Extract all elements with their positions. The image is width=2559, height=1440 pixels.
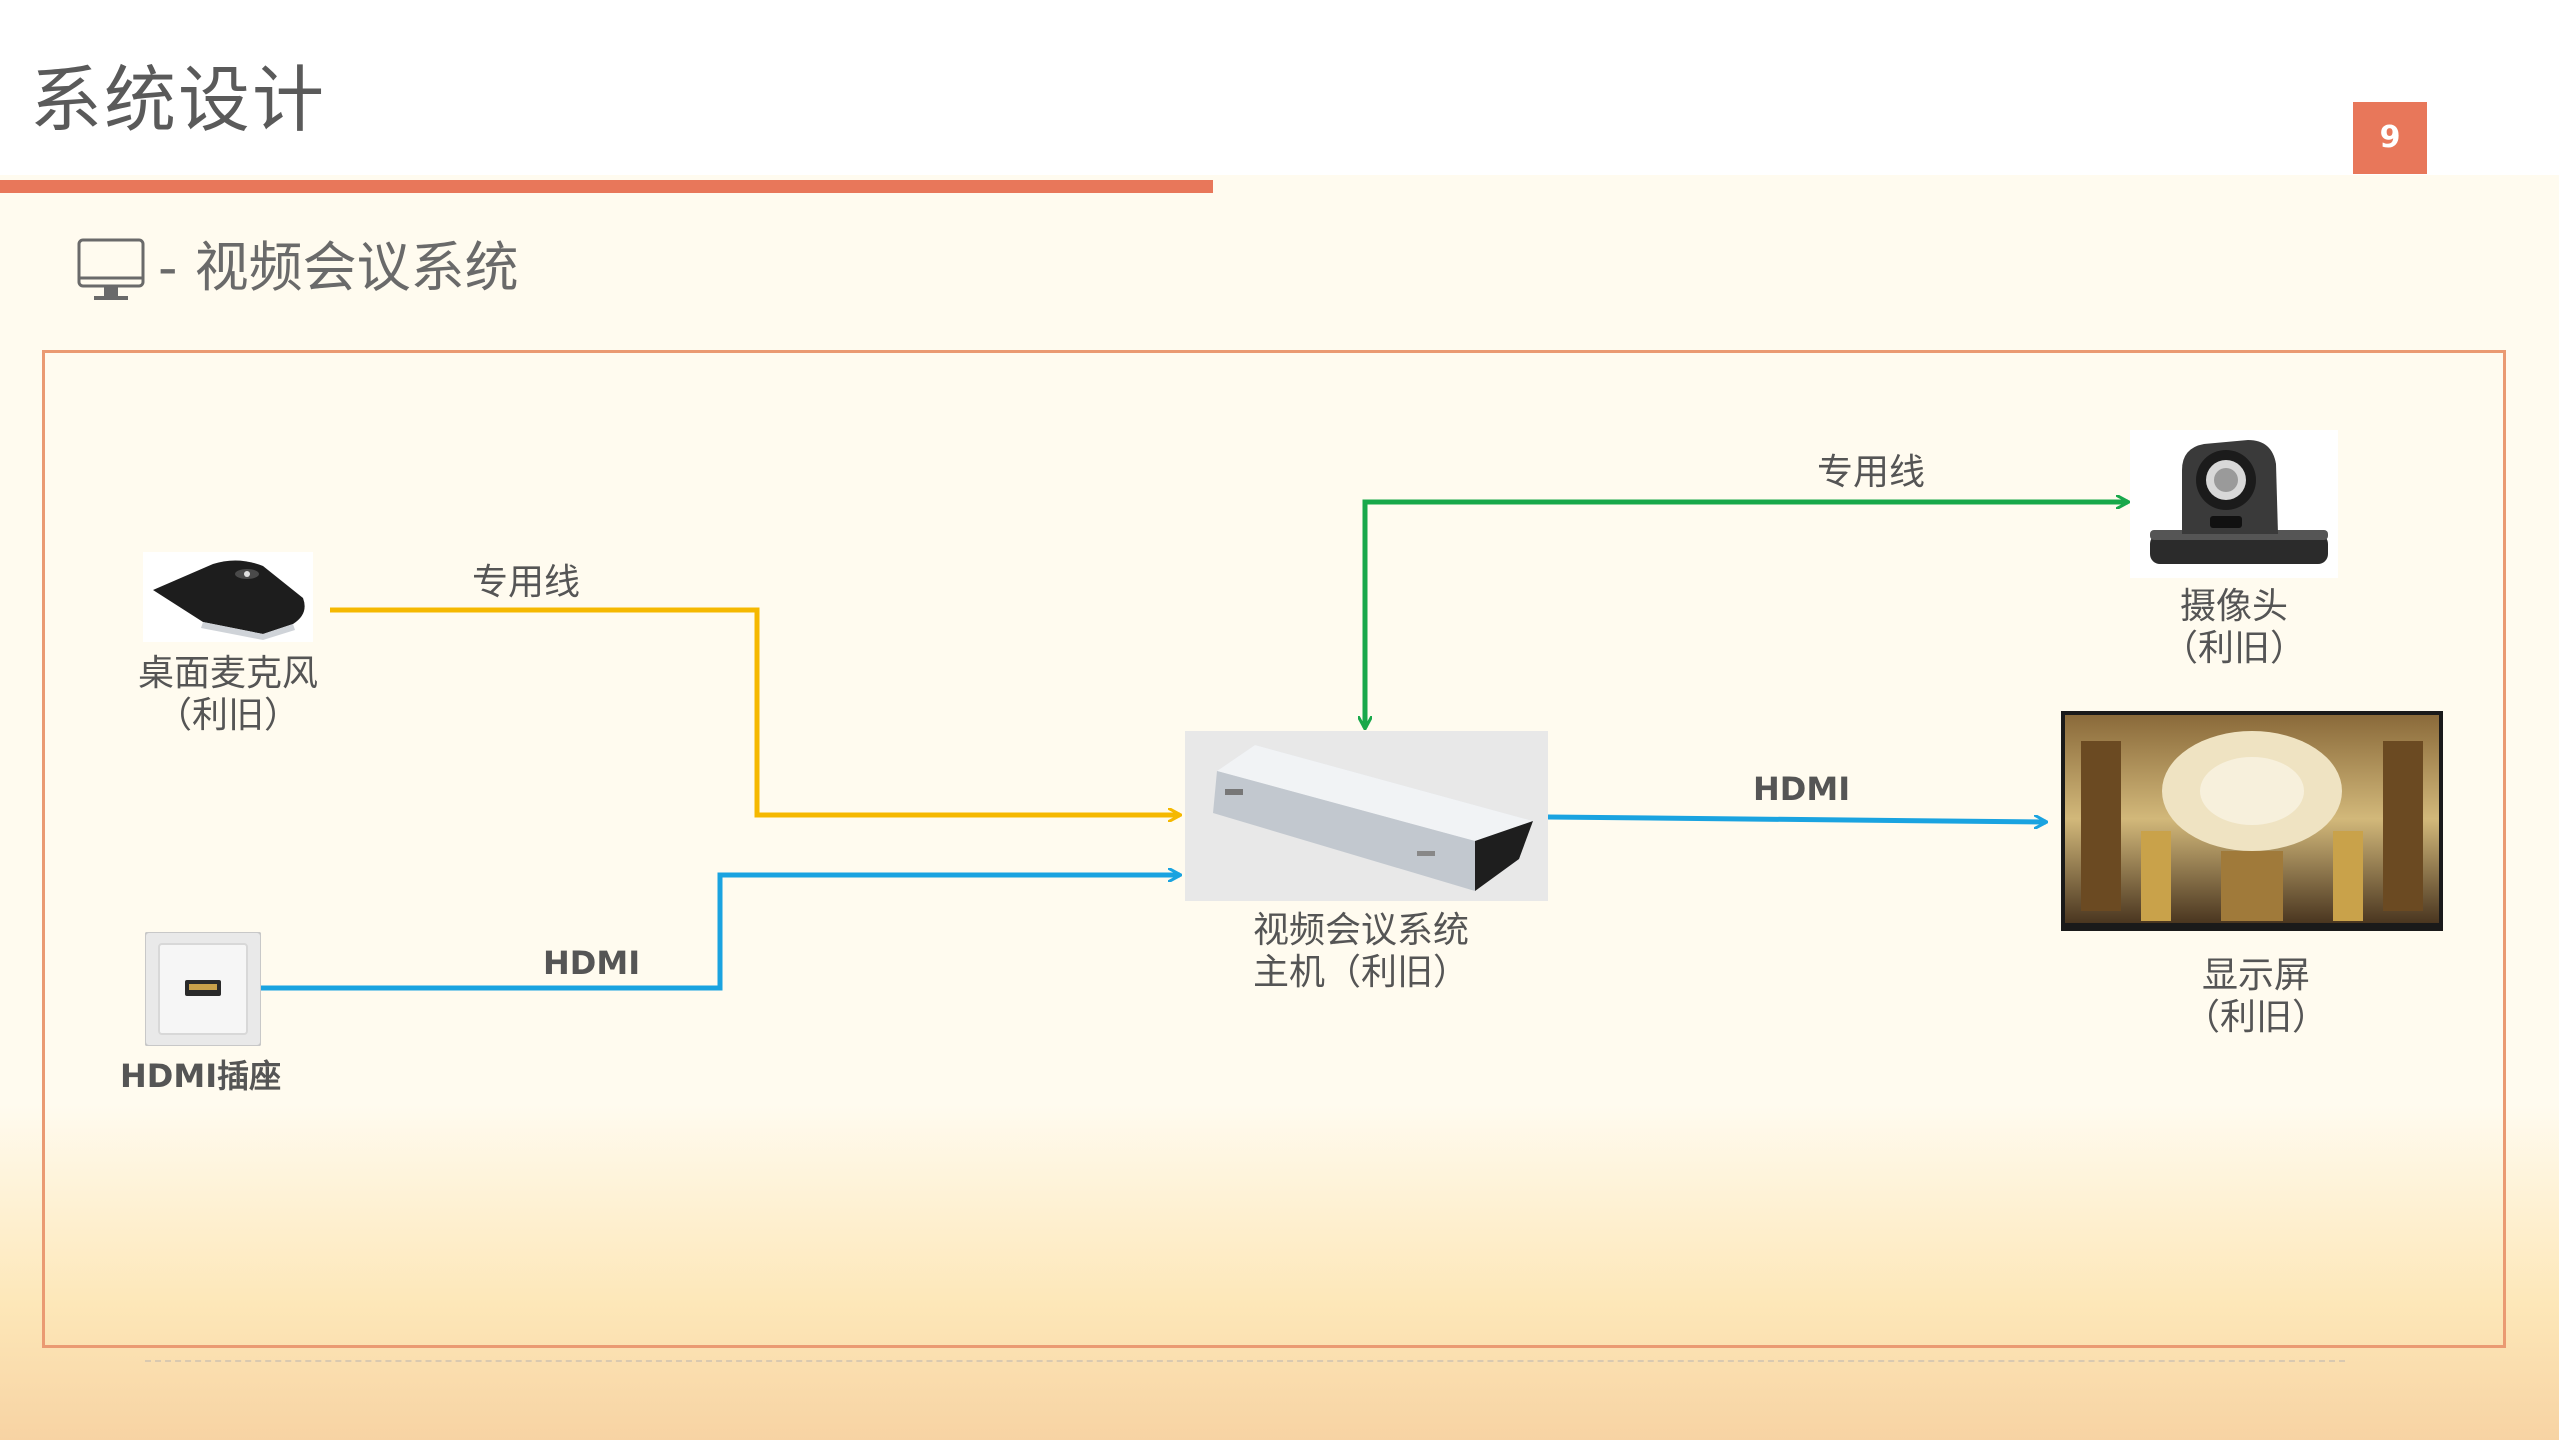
ptz-camera-icon [2130, 430, 2338, 578]
hdmi-socket-icon [145, 932, 261, 1046]
line-socket-to-host [258, 875, 1180, 991]
line-mic-to-host [330, 607, 1180, 815]
camera-connection-label: 专用线 [1817, 452, 1926, 493]
page-number-badge: 9 [2353, 102, 2427, 174]
section-title: - 视频会议系统 [158, 236, 519, 299]
camera-label: 摄像头 （利旧） [2161, 586, 2306, 669]
footer-dashed-rule [145, 1360, 2345, 1362]
video-conference-host-icon [1185, 731, 1548, 901]
host-label: 视频会议系统 主机（利旧） [1253, 910, 1470, 993]
display-connection-label: HDMI [1753, 770, 1851, 808]
title-underline [0, 180, 1213, 193]
desk-microphone-icon [143, 552, 313, 642]
display-screen-icon [2061, 711, 2443, 931]
diagram-frame [42, 350, 2506, 1348]
monitor-icon [77, 238, 145, 300]
mic-label: 桌面麦克风 （利旧） [137, 653, 318, 736]
line-host-to-display [1547, 814, 2046, 822]
socket-connection-label: HDMI [543, 944, 641, 982]
hdmi-socket-label: HDMI插座 [120, 1057, 282, 1095]
page-title: 系统设计 [30, 58, 327, 142]
header-area [0, 0, 2559, 175]
display-label: 显示屏 （利旧） [2183, 955, 2328, 1038]
line-host-to-camera [1362, 502, 2128, 728]
mic-connection-label: 专用线 [472, 562, 581, 603]
